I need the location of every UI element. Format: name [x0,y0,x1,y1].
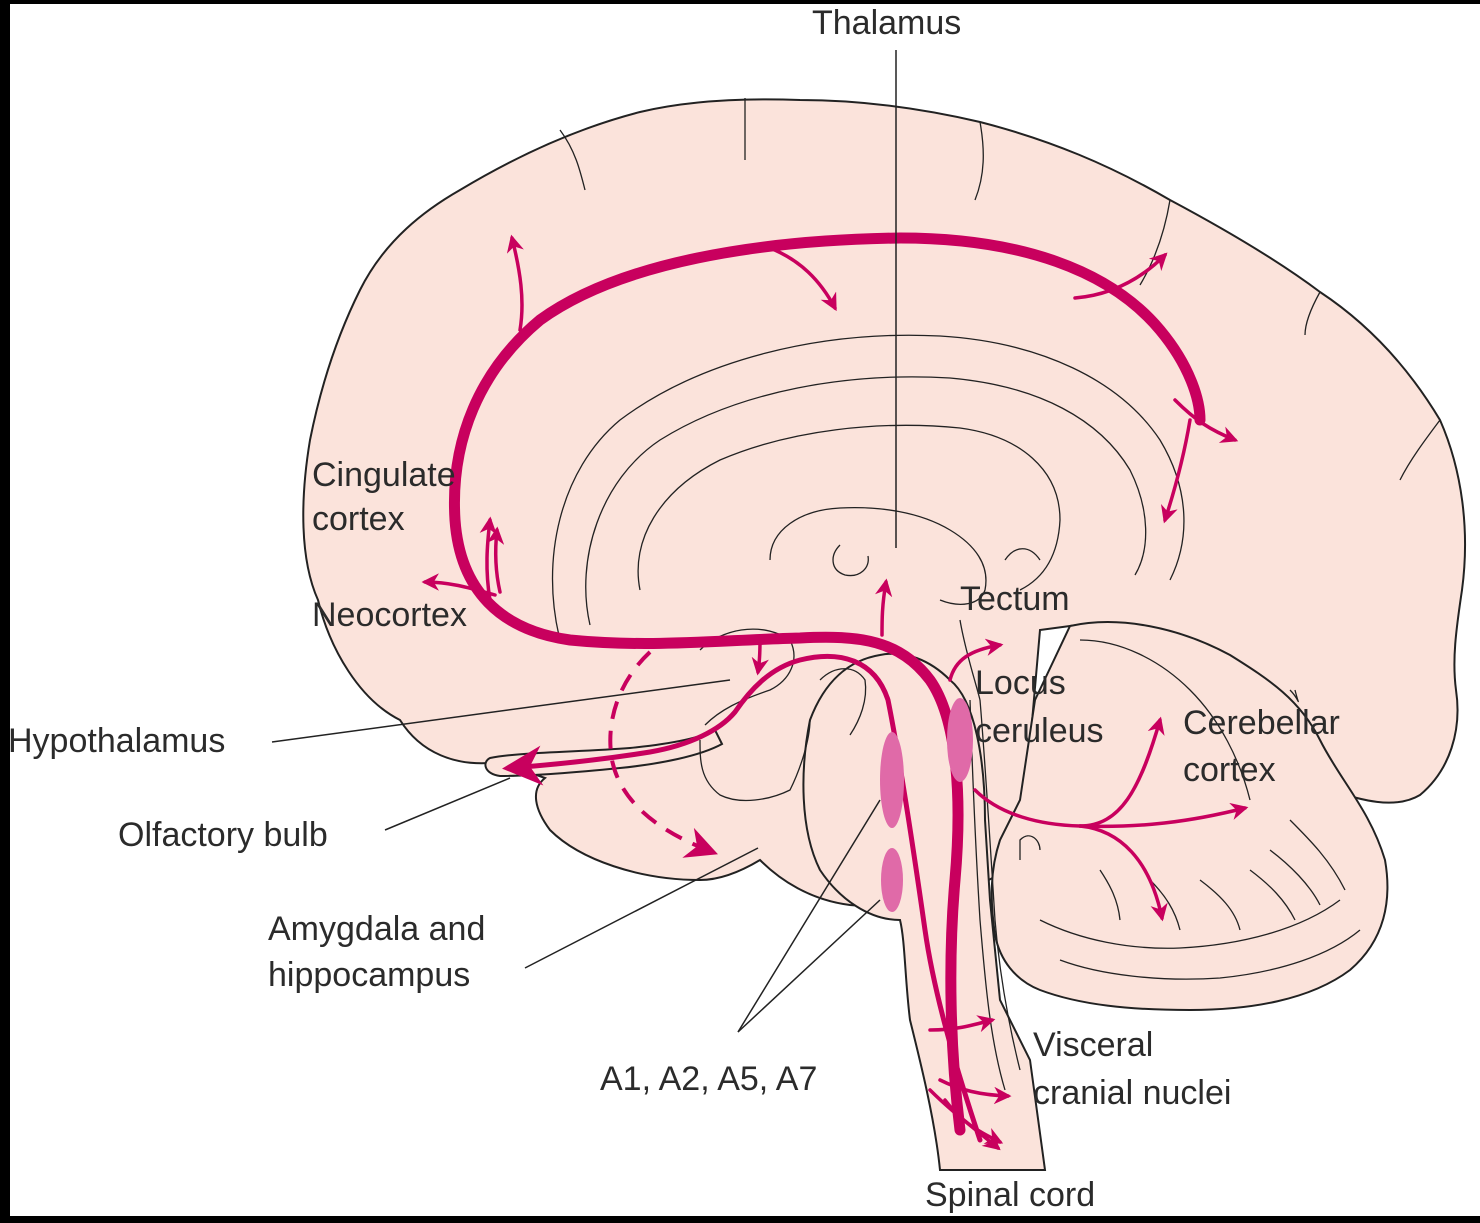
spinal-branches [928,1015,1012,1151]
inner-structures [551,98,1441,1091]
label-a-groups: A1, A2, A5, A7 [600,1060,817,1098]
locus-ceruleus-nucleus [947,698,973,782]
labels: Thalamus Cingulate cortex Neocortex Tect… [8,4,1340,1214]
label-visceral-line1: Visceral [1033,1026,1153,1064]
label-cerebellar-cortex-line2: cortex [1183,751,1276,789]
label-locus-ceruleus-line1: Locus [975,664,1066,702]
nuclei [880,698,973,912]
label-locus-ceruleus-line2: ceruleus [975,712,1104,750]
cerebellum-outline [990,621,1389,1012]
label-cingulate-cortex-line2: cortex [312,500,405,538]
leader-lines [271,50,897,1033]
dashed-pathway-amygdala [608,650,718,858]
label-neocortex: Neocortex [312,596,467,634]
label-cingulate-cortex-line1: Cingulate [312,456,456,494]
branch-arrows [421,234,1239,682]
a-group-nucleus-upper [880,732,904,828]
cerebellar-branches [973,716,1249,922]
label-spinal-cord: Spinal cord [925,1176,1095,1214]
label-thalamus: Thalamus [812,4,961,42]
a-group-pathway [502,653,983,1143]
label-amygdala-line1: Amygdala and [268,910,485,948]
label-cerebellar-cortex-line1: Cerebellar [1183,704,1340,742]
label-amygdala-line2: hippocampus [268,956,470,994]
label-olfactory-bulb: Olfactory bulb [118,816,328,854]
label-visceral-line2: cranial nuclei [1033,1074,1231,1112]
label-tectum: Tectum [960,580,1070,618]
label-hypothalamus: Hypothalamus [8,722,225,760]
a-group-nucleus-lower [881,848,903,912]
